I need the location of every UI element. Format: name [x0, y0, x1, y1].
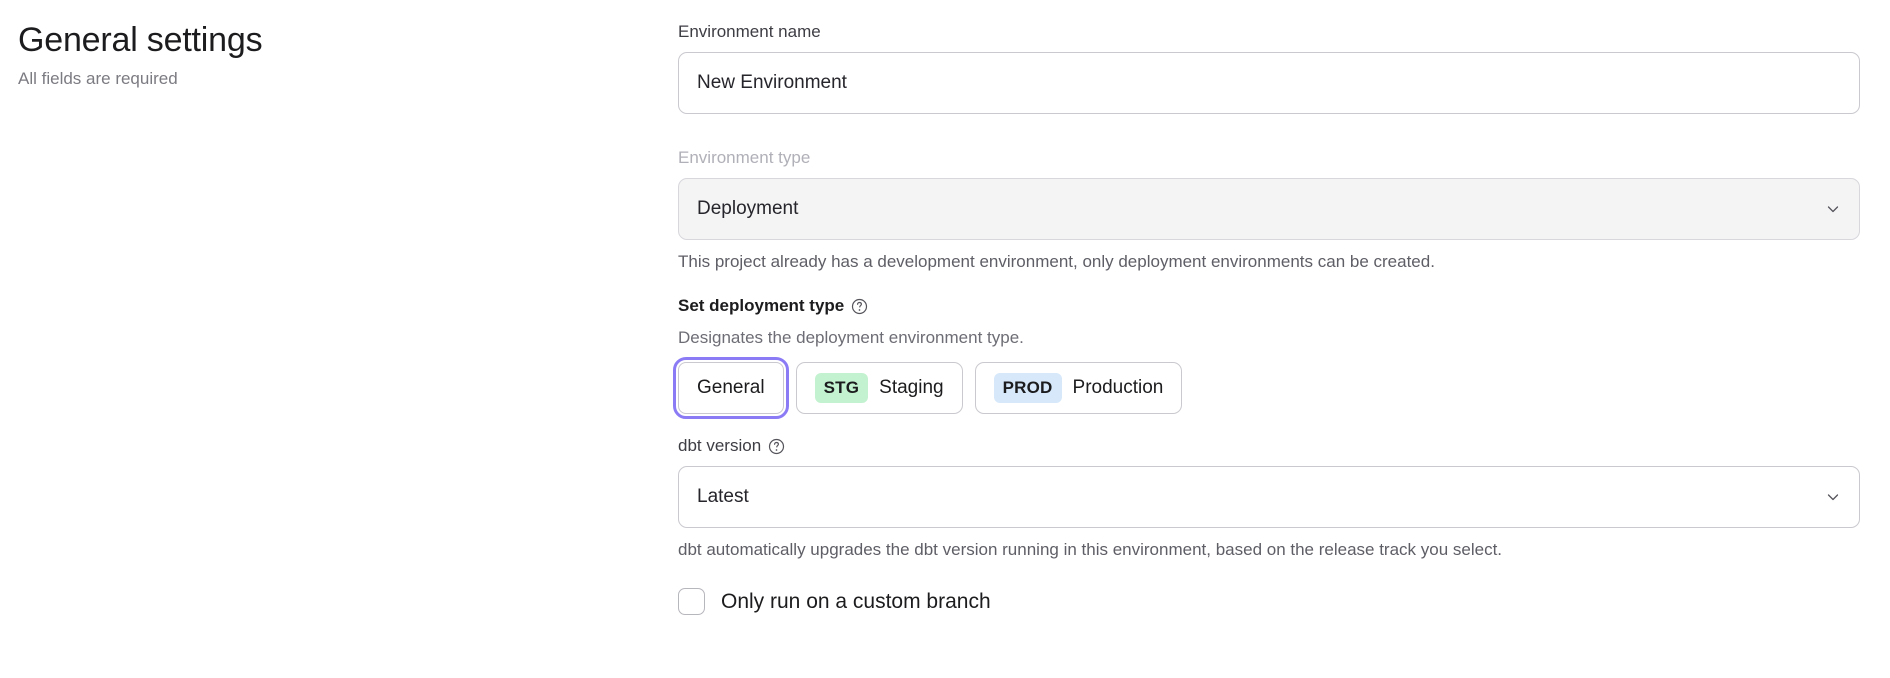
- dbt-version-helper-text: dbt automatically upgrades the dbt versi…: [678, 540, 1503, 559]
- dbt-version-label-row: dbt version: [678, 434, 1860, 458]
- deployment-type-label: Set deployment type: [678, 296, 845, 315]
- option-label-production: Production: [1072, 377, 1164, 398]
- page-title: General settings: [18, 21, 263, 59]
- deployment-type-option-group: General STG Staging PROD Production: [673, 357, 1860, 419]
- spacer: [678, 274, 1860, 294]
- spacer: [678, 318, 1860, 326]
- environment-type-label: Environment type: [678, 148, 811, 167]
- spacer: [678, 114, 1860, 146]
- environment-name-input[interactable]: New Environment: [678, 52, 1860, 114]
- deployment-type-option-production[interactable]: PROD Production: [974, 362, 1183, 414]
- dbt-version-field: dbt version Latest dbt aut: [678, 434, 1860, 562]
- option-label-general: General: [697, 377, 765, 398]
- page-subtitle: All fields are required: [18, 69, 178, 88]
- chevron-down-icon: [1825, 489, 1841, 505]
- environment-name-field: Environment name New Environment: [678, 20, 1860, 114]
- production-badge: PROD: [993, 373, 1062, 403]
- environment-type-helper-text: This project already has a development e…: [678, 252, 1435, 271]
- dbt-version-value: Latest: [697, 486, 749, 507]
- custom-branch-row: Only run on a custom branch: [678, 588, 1860, 615]
- dbt-version-label: dbt version: [678, 436, 762, 455]
- settings-intro: General settings All fields are required: [18, 18, 618, 91]
- custom-branch-checkbox[interactable]: [678, 588, 705, 615]
- spacer: [678, 240, 1860, 250]
- deployment-type-field: Set deployment type Designates the deplo…: [673, 294, 1860, 419]
- spacer: [678, 414, 1860, 434]
- deployment-type-description: Designates the deployment environment ty…: [678, 328, 1024, 347]
- question-circle-icon[interactable]: [851, 298, 868, 315]
- question-circle-icon[interactable]: [768, 438, 785, 455]
- custom-branch-label: Only run on a custom branch: [721, 589, 991, 613]
- spacer: [678, 528, 1860, 538]
- environment-type-value: Deployment: [697, 198, 799, 219]
- settings-form: Environment name New Environment Environ…: [673, 20, 1860, 615]
- deployment-type-option-general[interactable]: General: [673, 357, 789, 419]
- environment-type-field: Environment type Deployment This project…: [678, 146, 1860, 274]
- deployment-type-label-row: Set deployment type: [678, 294, 1860, 318]
- environment-type-select[interactable]: Deployment: [678, 178, 1860, 240]
- environment-name-label: Environment name: [678, 22, 821, 41]
- staging-badge: STG: [814, 373, 869, 403]
- dbt-version-select[interactable]: Latest: [678, 466, 1860, 528]
- deployment-type-option-staging[interactable]: STG Staging: [795, 362, 963, 414]
- chevron-down-icon: [1825, 201, 1841, 217]
- option-label-staging: Staging: [879, 377, 944, 398]
